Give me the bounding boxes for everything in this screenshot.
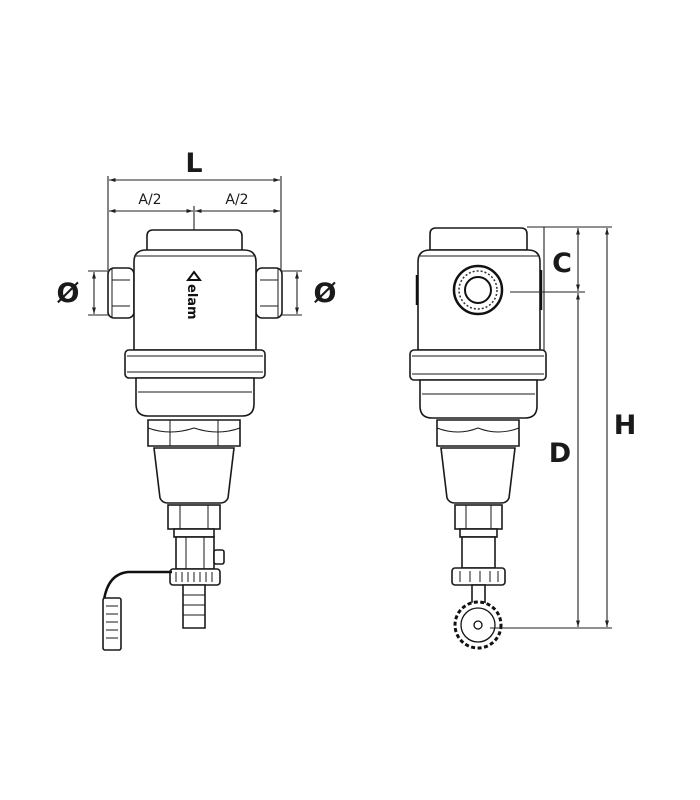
bowl-upper <box>135 377 255 417</box>
front-view: elam <box>102 229 283 651</box>
dimension-label-d: D <box>549 438 571 469</box>
valve-knob <box>213 549 225 565</box>
dimension-label-l: L <box>185 148 202 179</box>
inlet-port-left <box>107 267 135 319</box>
dust-cap <box>102 597 122 651</box>
top-cap <box>429 227 528 251</box>
outlet-port-right <box>255 267 283 319</box>
brand-logo: elam <box>184 270 202 320</box>
dimension-label-diameter-right: Ø <box>314 278 337 309</box>
clamp-ring <box>124 349 266 379</box>
dimension-label-c: C <box>552 248 572 279</box>
hex-nut <box>436 419 520 447</box>
filter-body <box>133 249 257 351</box>
cap-cable <box>102 570 172 601</box>
side-dimensions <box>490 226 612 629</box>
front-dimensions <box>88 176 302 316</box>
dust-cap-wheel <box>453 600 503 650</box>
dimension-label-a-half-left: A/2 <box>138 192 161 208</box>
bowl-lower <box>153 447 235 504</box>
hose-tail <box>182 584 206 629</box>
drain-valve <box>175 536 215 570</box>
hex-nut <box>147 419 241 447</box>
top-cap <box>146 229 243 253</box>
bowl-upper <box>419 379 538 419</box>
clamp-ring <box>409 349 547 381</box>
drain-valve <box>461 536 496 569</box>
dimension-label-diameter-left: Ø <box>57 278 80 309</box>
dimension-label-h: H <box>614 410 637 441</box>
svg-text:elam: elam <box>184 284 199 320</box>
drain-nut <box>454 504 503 530</box>
drain-nut <box>167 504 221 530</box>
dimension-label-a-half-right: A/2 <box>225 192 248 208</box>
port-opening <box>452 264 504 316</box>
side-view <box>409 227 547 650</box>
bowl-lower <box>440 447 516 504</box>
